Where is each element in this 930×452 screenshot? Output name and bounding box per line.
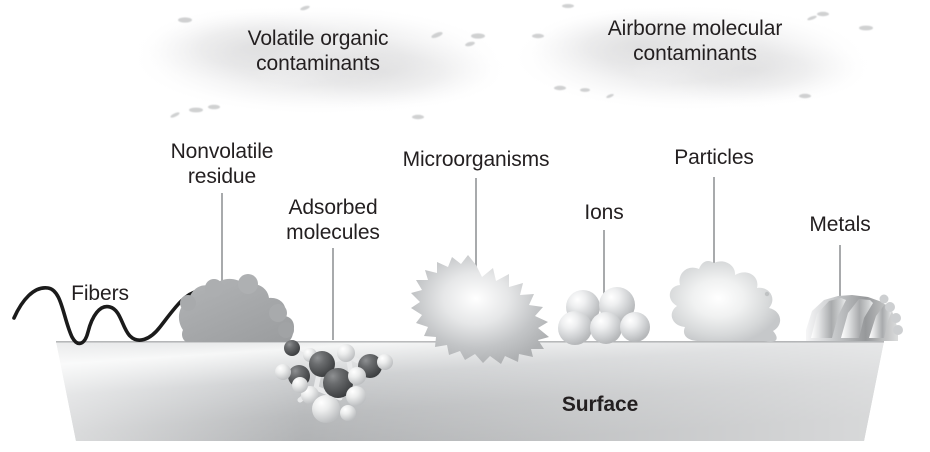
ion-sphere bbox=[590, 312, 622, 344]
molecule-atom bbox=[275, 364, 291, 380]
particle-blob bbox=[669, 261, 781, 342]
label-metals: Metals bbox=[809, 213, 871, 236]
label-fibers: Fibers bbox=[71, 282, 129, 305]
molecule-atom bbox=[323, 368, 353, 398]
nonvolatile-residue-blob bbox=[178, 274, 295, 342]
surface-slab bbox=[56, 341, 884, 441]
label-airborne-molecular-contaminants: Airborne molecular contaminants bbox=[607, 17, 783, 65]
leader-lines bbox=[221, 177, 841, 340]
label-microorganisms: Microorganisms bbox=[402, 148, 550, 171]
ion-sphere bbox=[620, 312, 650, 342]
ion-sphere bbox=[558, 311, 592, 345]
molecule-atom bbox=[284, 340, 300, 356]
molecule-atom bbox=[340, 405, 356, 421]
haze-specks bbox=[532, 4, 873, 99]
adsorbed-molecules-cluster bbox=[275, 340, 393, 423]
molecule-atom bbox=[337, 344, 355, 362]
label-particles: Particles bbox=[674, 146, 754, 169]
label-surface: Surface bbox=[561, 393, 639, 416]
label-nonvolatile-residue: Nonvolatile residue bbox=[170, 140, 274, 188]
molecule-atom bbox=[312, 395, 340, 423]
molecule-atom bbox=[292, 377, 308, 393]
haze-specks bbox=[170, 5, 485, 120]
microorganism-cell bbox=[411, 255, 549, 364]
label-volatile-organic-contaminants: Volatile organic contaminants bbox=[247, 27, 389, 75]
label-ions: Ions bbox=[584, 201, 624, 224]
airborne-molecular-contaminants-haze bbox=[508, 4, 874, 112]
ions-cluster bbox=[558, 287, 650, 345]
metals-ridges bbox=[806, 294, 903, 341]
volatile-organic-contaminants-haze bbox=[128, 4, 510, 120]
molecule-atom bbox=[309, 351, 335, 377]
molecule-atom bbox=[348, 367, 366, 385]
molecule-atom bbox=[377, 354, 393, 370]
molecule-atom bbox=[346, 386, 366, 406]
label-adsorbed-molecules: Adsorbed molecules bbox=[286, 196, 380, 244]
